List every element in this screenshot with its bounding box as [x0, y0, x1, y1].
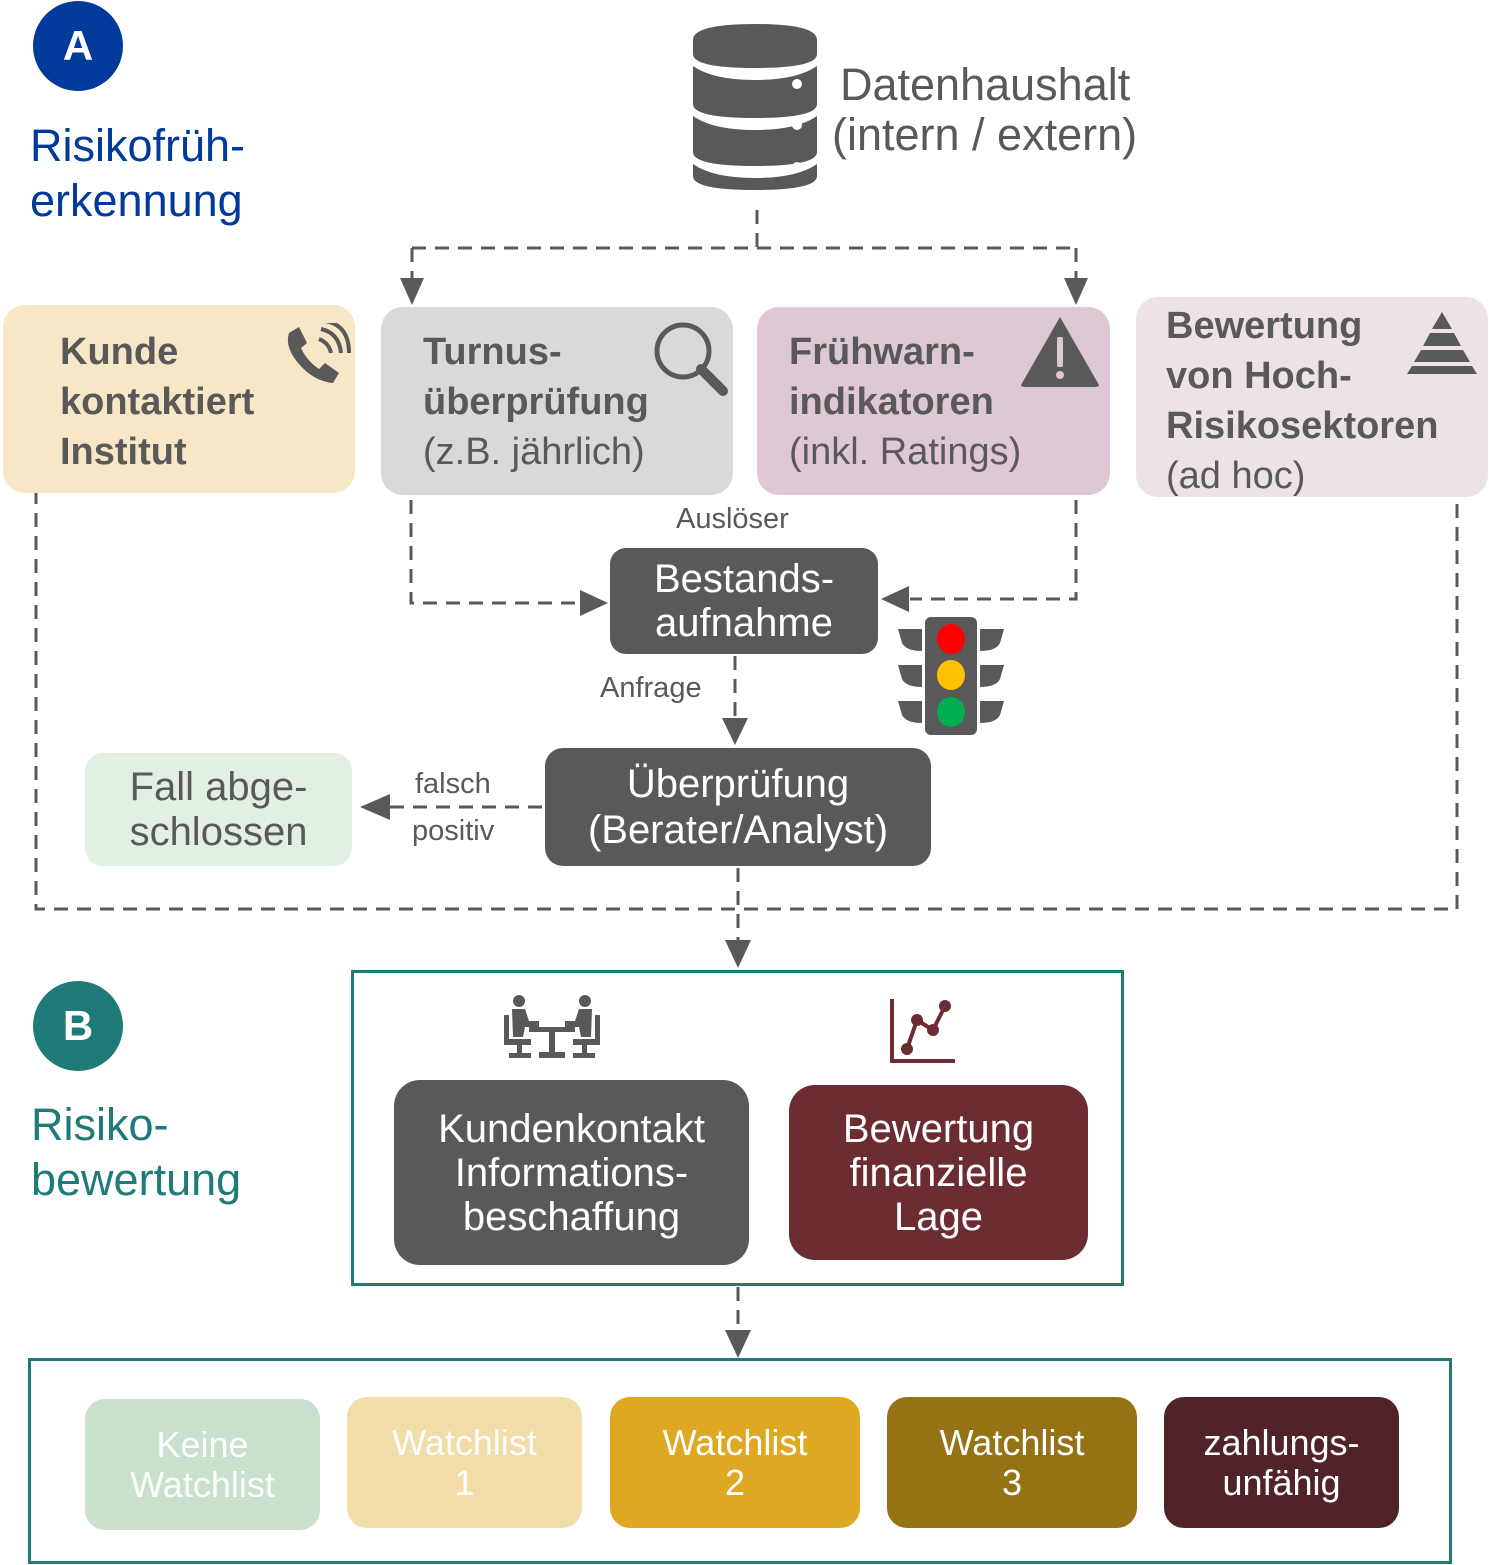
case-closed-line2: schlossen: [129, 809, 308, 854]
section-a-badge-letter: A: [62, 22, 94, 69]
trigger-text-line: Institut: [60, 431, 187, 473]
category-line2: 2: [724, 1461, 746, 1503]
trigger-text-line: überprüfung: [423, 381, 649, 423]
trigger-text-line: (z.B. jährlich): [423, 431, 645, 473]
category-line2: 3: [1001, 1461, 1023, 1503]
category-no-watchlist: Keine Watchlist: [85, 1399, 320, 1530]
case-closed-box: Fall abge- schlossen: [85, 753, 352, 866]
trigger-customer-contact-text: Kunde kontaktiert Institut: [60, 327, 254, 477]
section-b-title-line1: Risiko-: [31, 1099, 169, 1150]
category-line2: Watchlist: [130, 1463, 275, 1505]
trigger-text-line: (inkl. Ratings): [789, 431, 1022, 473]
review-line2: (Berater/Analyst): [587, 808, 889, 852]
financial-assessment-line: Bewertung: [842, 1106, 1035, 1151]
financial-assessment-line: Lage: [894, 1194, 983, 1239]
warning-icon: [1021, 317, 1099, 387]
phone-icon: [287, 323, 351, 383]
category-line1: Watchlist: [392, 1421, 537, 1463]
customer-contact-line: Informations-: [454, 1150, 689, 1195]
arrowhead-bestand-left: [580, 590, 608, 616]
pyramid-icon: [1407, 312, 1477, 374]
connector-turnus-to-bestand: [409, 500, 580, 605]
trigger-text-line: Frühwarn-: [789, 331, 975, 373]
arrowhead-turnus: [400, 278, 424, 305]
category-insolvent: zahlungs- unfähig: [1164, 1397, 1399, 1528]
section-b-title-line2: bewertung: [31, 1154, 242, 1205]
false-positive-label-line2: positiv: [412, 815, 495, 847]
arrowhead-fruehwarn: [1064, 278, 1088, 305]
false-positive-label-line1: falsch: [415, 768, 491, 800]
trigger-text-line: Bewertung: [1166, 305, 1363, 347]
request-label: Anfrage: [600, 672, 702, 704]
assessment-frame: [351, 970, 1124, 1286]
section-a-badge: A: [33, 1, 123, 91]
traffic-light-yellow: [937, 660, 965, 690]
connector-fruehwarn-to-bestand: [910, 500, 1078, 601]
category-line2: 1: [454, 1461, 475, 1503]
traffic-light-green: [937, 697, 965, 727]
categories-frame: [28, 1358, 1452, 1564]
trigger-text-line: Turnus-: [423, 331, 562, 373]
arrowhead-review: [722, 718, 748, 745]
data-source-line1: Datenhaushalt: [840, 59, 1131, 110]
data-source-line2: (intern / extern): [832, 109, 1138, 160]
trigger-text-line: Kunde: [60, 331, 179, 373]
category-line2: unfähig: [1222, 1461, 1341, 1503]
category-line1: Watchlist: [662, 1421, 808, 1463]
trigger-early-warning: Frühwarn- indikatoren (inkl. Ratings): [757, 307, 1110, 495]
trigger-periodic-review-text: Turnus- überprüfung (z.B. jährlich): [423, 327, 649, 477]
category-watchlist-2: Watchlist 2: [610, 1397, 860, 1528]
customer-contact-line: beschaffung: [462, 1194, 681, 1239]
trigger-text-line: Risikosektoren: [1166, 405, 1439, 447]
trigger-text-line: kontaktiert: [60, 381, 255, 423]
trigger-text-line: (ad hoc): [1166, 455, 1306, 497]
category-watchlist-3: Watchlist 3: [887, 1397, 1137, 1528]
database-icon: [693, 24, 817, 190]
review-line1: Überprüfung: [626, 762, 850, 806]
line-chart-icon: [890, 999, 955, 1063]
traffic-light-icon: [898, 617, 1004, 735]
customer-contact-box: Kundenkontakt Informations- beschaffung: [394, 1080, 749, 1265]
connector-kunde-loop: [34, 490, 1459, 911]
review-box: Überprüfung (Berater/Analyst): [545, 748, 931, 866]
customer-contact-line: Kundenkontakt: [438, 1106, 705, 1151]
category-line1: Watchlist: [939, 1421, 1085, 1463]
category-line1: Keine: [156, 1423, 249, 1465]
section-b-title: Risiko- bewertung: [31, 1097, 241, 1207]
section-a-title: Risikofrüh- erkennung: [30, 118, 245, 228]
arrowhead-closed: [360, 794, 390, 820]
financial-assessment-line: finanzielle: [849, 1150, 1028, 1195]
trigger-label: Auslöser: [676, 503, 789, 535]
inventory-line2: aufnahme: [655, 601, 833, 645]
arrowhead-categories: [725, 1330, 751, 1358]
category-watchlist-1: Watchlist 1: [347, 1397, 582, 1528]
inventory-box: Bestands- aufnahme: [610, 548, 878, 654]
section-a-title-line2: erkennung: [30, 175, 243, 226]
arrowhead-bestand-right: [881, 586, 909, 612]
financial-assessment-box: Bewertung finanzielle Lage: [789, 1085, 1088, 1260]
trigger-text-line: von Hoch-: [1166, 355, 1352, 397]
category-line1: zahlungs-: [1203, 1421, 1360, 1463]
trigger-early-warning-text: Frühwarn- indikatoren (inkl. Ratings): [789, 327, 1021, 477]
section-b-badge: B: [33, 981, 123, 1071]
section-b-badge-letter: B: [62, 1002, 94, 1049]
section-a-title-line1: Risikofrüh-: [30, 120, 246, 171]
case-closed-line1: Fall abge-: [129, 764, 308, 809]
trigger-text-line: indikatoren: [789, 381, 994, 423]
trigger-high-risk-sectors: Bewertung von Hoch- Risikosektoren (ad h…: [1136, 297, 1488, 497]
data-source-label: Datenhaushalt (intern / extern): [832, 60, 1137, 160]
inventory-line1: Bestands-: [653, 557, 835, 601]
trigger-high-risk-sectors-text: Bewertung von Hoch- Risikosektoren (ad h…: [1166, 301, 1438, 501]
meeting-icon: [504, 995, 600, 1058]
trigger-customer-contact: Kunde kontaktiert Institut: [3, 305, 355, 493]
trigger-periodic-review: Turnus- überprüfung (z.B. jährlich): [381, 307, 733, 495]
search-icon: [654, 322, 728, 396]
traffic-light-red: [937, 624, 965, 654]
arrowhead-assessment: [725, 940, 751, 968]
